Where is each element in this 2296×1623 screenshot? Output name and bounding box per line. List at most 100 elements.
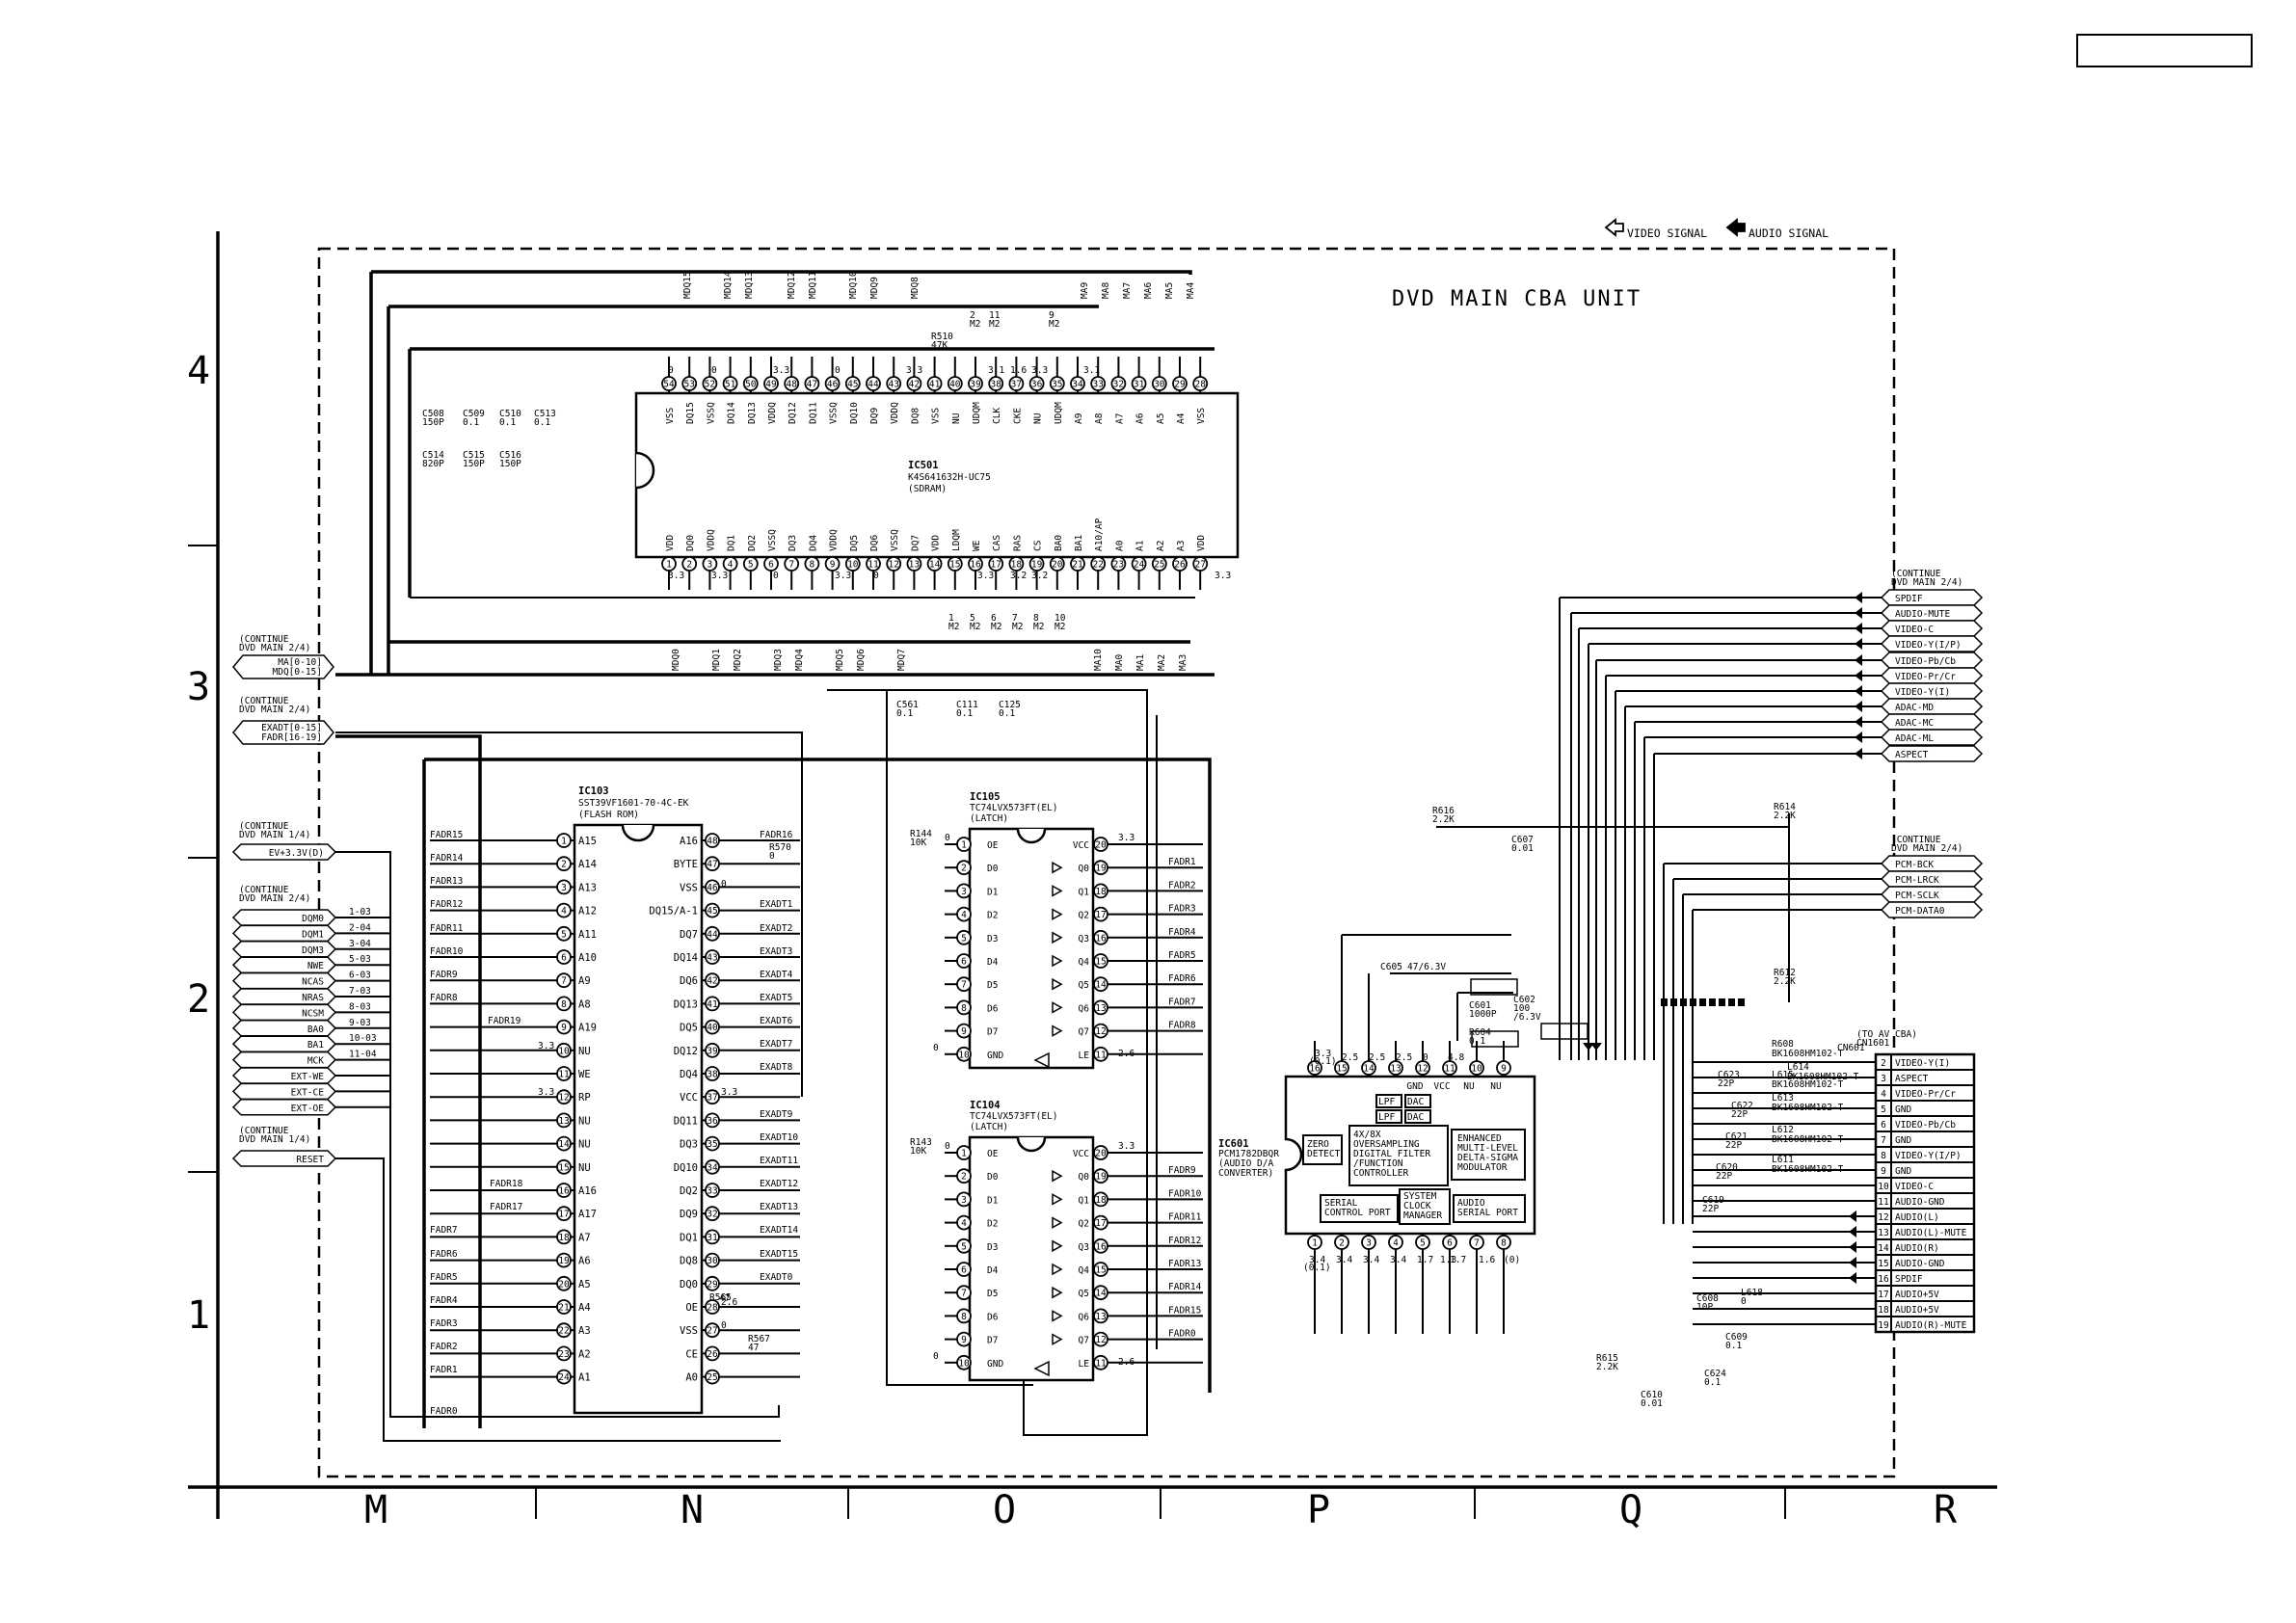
ic105-right-pin-num: 15 bbox=[1095, 957, 1106, 968]
ic501-sdram: 54VSS1VDD53DQ152DQ052VSSQ3VDDQ51DQ144DQ1… bbox=[422, 271, 1240, 719]
ic501-cap-label: C516 bbox=[499, 450, 521, 461]
ic501-bottom-pin-name: DQ1 bbox=[727, 535, 737, 551]
ic601-part-label: C608 bbox=[1696, 1293, 1719, 1304]
right-signal-flag-text: ASPECT bbox=[1895, 750, 1929, 760]
ic501-top-pin-num: 34 bbox=[1072, 380, 1083, 390]
ic105-resistor: 10K bbox=[910, 838, 926, 848]
cn601-signal: AUDIO(L)-MUTE bbox=[1895, 1228, 1967, 1238]
ic103-net-label: FADR1 bbox=[430, 1365, 458, 1375]
ic501-voltage: 3.2 bbox=[1010, 571, 1027, 581]
ic104-right-pin-name: Q5 bbox=[1079, 1289, 1089, 1299]
right-signal-flag bbox=[1880, 745, 1984, 762]
ic501-cap-label: 820P bbox=[422, 459, 444, 469]
ic501-bottom-pin-name: VSSQ bbox=[890, 529, 900, 551]
ic105-out-net: FADR3 bbox=[1168, 904, 1196, 915]
ic103-net-label: FADR5 bbox=[430, 1272, 458, 1283]
ic501-bottom-pin-name: RAS bbox=[1012, 535, 1023, 551]
ic103-net-label: FADR6 bbox=[430, 1249, 458, 1260]
ic103-net-label: FADR13 bbox=[430, 876, 463, 887]
ic501-top-pin-num: 54 bbox=[663, 380, 675, 390]
ic501-voltage: 3.3 bbox=[668, 571, 684, 581]
ic501-net-label: MDQ15 bbox=[682, 271, 693, 299]
ic501-mark: 5 bbox=[970, 613, 975, 624]
signal-arrow-icon bbox=[1855, 701, 1862, 712]
buffer-icon bbox=[1052, 954, 1063, 968]
ic103-net-label: EXADT12 bbox=[760, 1179, 798, 1189]
ic501-bottom-pin-num: 25 bbox=[1154, 560, 1164, 571]
ic501-mark: 1 bbox=[948, 613, 954, 624]
ic104-right-pin-num: 18 bbox=[1095, 1195, 1107, 1206]
signal-mark: 5-03 bbox=[349, 954, 371, 965]
ic501-mark: M2 bbox=[1049, 319, 1059, 330]
ic103-right-pin-name: VSS bbox=[680, 882, 698, 893]
ic103-right-pin-name: DQ1 bbox=[680, 1232, 698, 1243]
ic104-out-net: FADR0 bbox=[1168, 1329, 1196, 1340]
ic103-right-pin-name: DQ15/A-1 bbox=[649, 906, 698, 918]
ic501-bottom-pin-num: 17 bbox=[990, 560, 1001, 571]
modulator-block: DELTA-SIGMA bbox=[1457, 1153, 1518, 1163]
ic103-left-pin-num: 20 bbox=[558, 1279, 570, 1290]
ic104-right-pin-name: Q1 bbox=[1079, 1195, 1090, 1206]
unit-title: DVD MAIN CBA UNIT bbox=[1392, 287, 1642, 311]
ic501-top-pin-name: UDQM bbox=[1054, 402, 1064, 424]
ic501-bottom-pin-num: 5 bbox=[748, 560, 754, 571]
signal-arrow-icon bbox=[1583, 1043, 1594, 1051]
continue-note: DVD MAIN 2/4) bbox=[1891, 577, 1962, 588]
ic104-left-pin-name: D3 bbox=[987, 1242, 998, 1253]
ic501-mark: 7 bbox=[1012, 613, 1018, 624]
ic104-out-net: FADR14 bbox=[1168, 1282, 1202, 1292]
ic601-voltage: (0) bbox=[1504, 1255, 1520, 1265]
ic104-right-pin-num: 20 bbox=[1095, 1149, 1107, 1159]
ic103-left-pin-num: 7 bbox=[561, 976, 567, 987]
ic501-top-pin-num: 30 bbox=[1154, 380, 1165, 390]
junction-dot bbox=[1661, 998, 1668, 1006]
ic501-cap-label: 0.1 bbox=[463, 417, 479, 428]
ic103-left-pin-num: 19 bbox=[558, 1256, 570, 1266]
ic104-right-pin-name: Q3 bbox=[1079, 1242, 1089, 1253]
r612-label: 2.2K bbox=[1774, 976, 1796, 987]
ic501-desc: (SDRAM) bbox=[908, 484, 947, 494]
ic601-desc: (AUDIO D/A bbox=[1218, 1158, 1273, 1169]
ic103-right-pin-num: 38 bbox=[707, 1070, 718, 1080]
ic103-right-pin-num: 44 bbox=[707, 929, 718, 940]
ic601-part-label: 0 bbox=[1741, 1296, 1747, 1307]
page-number-box bbox=[2076, 34, 2253, 67]
ic105-right-pin-name: Q6 bbox=[1079, 1003, 1090, 1014]
ic501-bottom-pin-num: 12 bbox=[888, 560, 898, 571]
ic103-left-pin-name: A4 bbox=[578, 1302, 591, 1314]
ic103-right-pin-name: DQ4 bbox=[680, 1069, 698, 1080]
ic105-left-pin-num: 8 bbox=[961, 1003, 967, 1014]
ic601-top-pin-num: 10 bbox=[1471, 1064, 1482, 1075]
ic601-voltage: 2.5 bbox=[1369, 1052, 1385, 1063]
cn601-pin-num: 12 bbox=[1878, 1212, 1888, 1223]
ic501-cap-label: C508 bbox=[422, 409, 444, 419]
ic103-left-pin-num: 16 bbox=[558, 1186, 570, 1197]
ic104-right-pin-name: Q2 bbox=[1079, 1219, 1089, 1230]
buffer-icon bbox=[1052, 1001, 1063, 1014]
ic501-top-pin-num: 39 bbox=[970, 380, 981, 390]
ic501-bottom-pin-num: 19 bbox=[1031, 560, 1043, 571]
ic103-left-pin-num: 15 bbox=[558, 1162, 569, 1173]
serial-control-block: CONTROL PORT bbox=[1324, 1208, 1391, 1218]
right-signal-flag-text: ADAC-MD bbox=[1895, 703, 1934, 713]
ic501-top-pin-num: 52 bbox=[705, 380, 715, 390]
ic103-left-pin-name: NU bbox=[578, 1139, 591, 1151]
ic103-right-pin-num: 48 bbox=[707, 837, 718, 847]
grid-frame bbox=[188, 231, 1997, 1519]
ic501-top-pin-num: 43 bbox=[888, 380, 898, 390]
ic104-left-pin-name: D6 bbox=[987, 1312, 999, 1322]
cn601-filter: L615 bbox=[1772, 1070, 1794, 1080]
ic103-right-pin-name: DQ3 bbox=[680, 1139, 698, 1151]
ic104-left-pin-num: 9 bbox=[961, 1335, 967, 1345]
right-signal-flag bbox=[1880, 729, 1984, 746]
ic501-net-label: MA10 bbox=[1093, 649, 1104, 671]
ic104-right-pin-name: Q6 bbox=[1079, 1312, 1090, 1322]
signal-mark: 10-03 bbox=[349, 1033, 377, 1044]
ic103-left-pin-name: A13 bbox=[578, 882, 597, 893]
ic601-voltage: 4.8 bbox=[1448, 1052, 1464, 1063]
ic501-mark: 9 bbox=[1049, 310, 1055, 321]
ic104-voltage: 0 bbox=[945, 1141, 950, 1152]
ic105-right-pin-name: VCC bbox=[1073, 840, 1089, 851]
ic103-left-pin-name: A15 bbox=[578, 836, 597, 847]
